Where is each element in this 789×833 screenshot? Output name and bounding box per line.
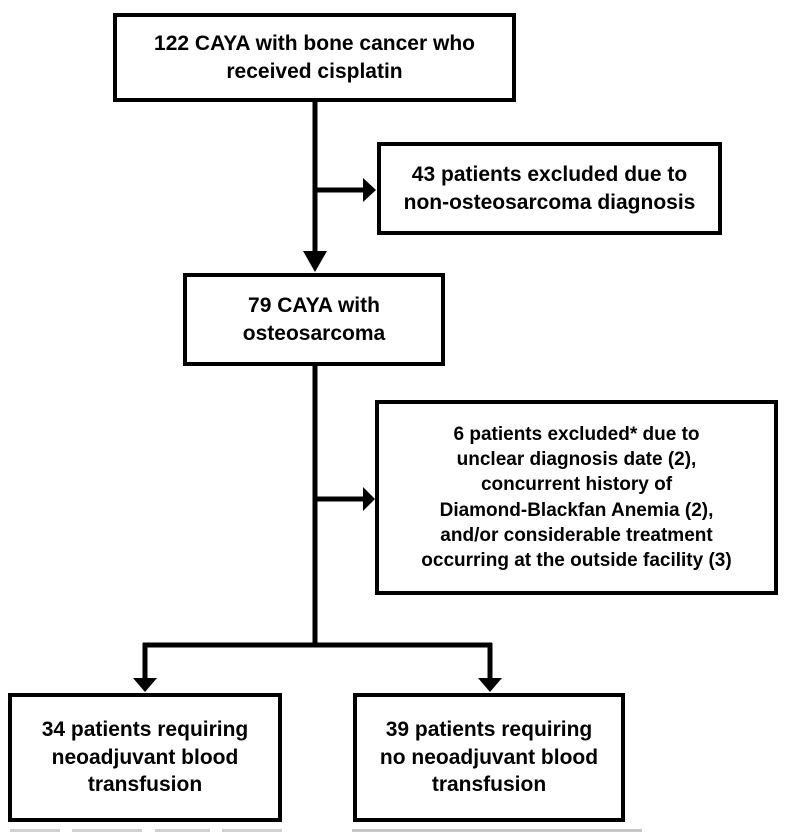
arrowhead-down-osteosarcoma xyxy=(303,251,327,272)
cropped-caption-artifact xyxy=(72,829,142,832)
box-text-line: 34 patients requiring xyxy=(41,717,249,741)
box-text-line: 122 CAYA with bone cancer who xyxy=(154,31,475,55)
box-text-line: concurrent history of xyxy=(480,474,673,496)
box-text-line: neoadjuvant blood xyxy=(51,745,239,769)
box-text-line: received cisplatin xyxy=(226,59,403,83)
box-text-line: Diamond-Blackfan Anemia (2), xyxy=(439,499,714,521)
arrowhead-down-transfusion xyxy=(133,678,157,692)
box-text-line: occurring at the outside facility (3) xyxy=(421,549,732,571)
cropped-caption-artifact xyxy=(155,829,210,832)
flow-box-excluded-non-osteosarcoma: 43 patients excluded due to non-osteosar… xyxy=(377,142,722,235)
arrowhead-right-excluded-6 xyxy=(363,487,375,511)
box-text-line: non-osteosarcoma diagnosis xyxy=(403,190,696,214)
box-text-line: unclear diagnosis date (2), xyxy=(456,449,697,471)
box-text-line: transfusion xyxy=(87,773,203,797)
arrowhead-right-excluded-43 xyxy=(363,178,376,202)
flow-box-excluded-six: 6 patients excluded* due to unclear diag… xyxy=(375,400,778,595)
cropped-caption-artifact xyxy=(352,829,642,832)
cropped-caption-artifact xyxy=(222,829,282,832)
box-text-line: no neoadjuvant blood xyxy=(379,745,599,769)
flow-box-transfusion-group: 34 patients requiring neoadjuvant blood … xyxy=(8,693,282,822)
box-text-line: 39 patients requiring xyxy=(385,717,593,741)
box-text-line: 79 CAYA with xyxy=(248,293,380,317)
box-text-line: and/or considerable treatment xyxy=(440,524,713,546)
box-text-line: 6 patients excluded* due to xyxy=(453,424,700,446)
box-text-line: 43 patients excluded due to xyxy=(411,162,688,186)
cropped-caption-artifact xyxy=(10,829,60,832)
box-text-line: transfusion xyxy=(431,773,547,797)
flow-box-cisplatin-cohort: 122 CAYA with bone cancer who received c… xyxy=(113,13,516,102)
flow-box-no-transfusion-group: 39 patients requiring no neoadjuvant blo… xyxy=(353,693,625,822)
flow-box-osteosarcoma-cohort: 79 CAYA with osteosarcoma xyxy=(183,273,445,366)
arrowhead-down-no-transfusion xyxy=(478,678,502,692)
box-text-line: osteosarcoma xyxy=(242,321,386,345)
